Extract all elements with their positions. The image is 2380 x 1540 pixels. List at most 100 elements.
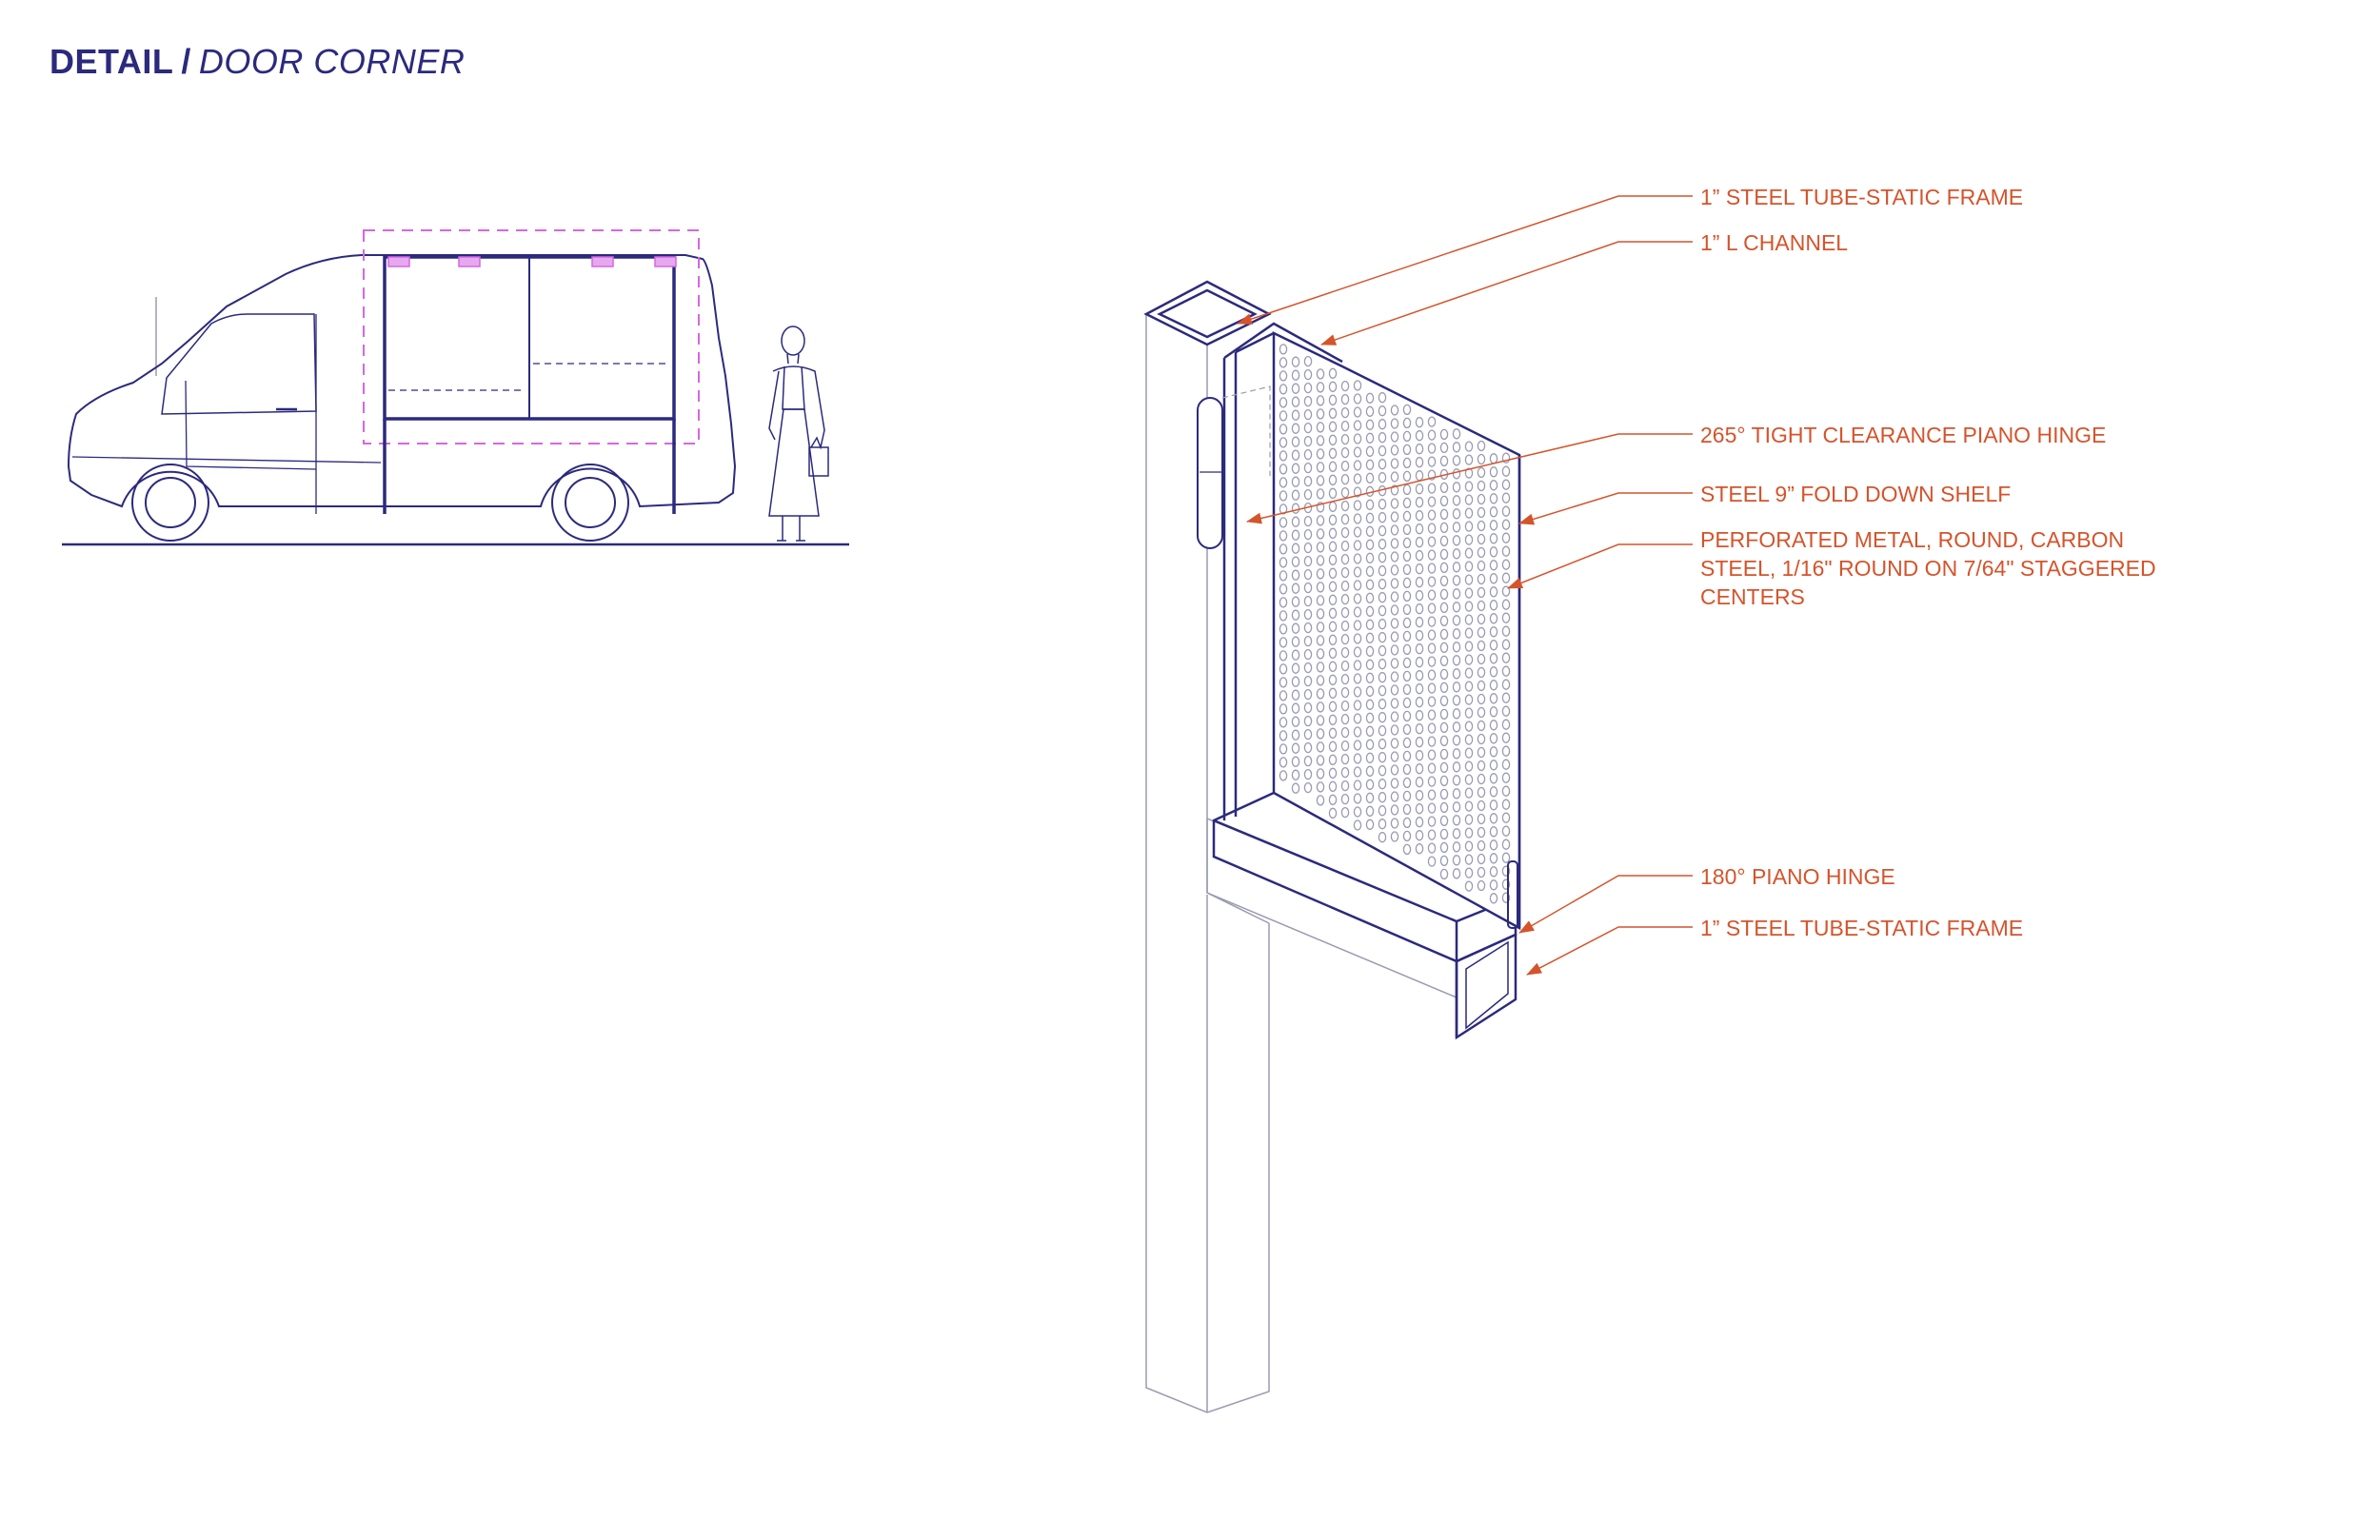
perforation-hole (1464, 481, 1474, 492)
side-window (161, 313, 317, 415)
perforation-hole (1427, 669, 1437, 681)
perforation-hole (1477, 506, 1486, 519)
perforation-hole (1427, 642, 1437, 654)
perforation-hole (1452, 668, 1461, 680)
perforation-hole (1415, 777, 1424, 788)
perforation-hole (1303, 408, 1313, 421)
perforation-hole (1427, 722, 1437, 734)
perforation-hole (1452, 562, 1461, 573)
perforation-hole (1415, 817, 1424, 828)
perforation-hole (1340, 620, 1350, 632)
perforation-hole (1415, 577, 1424, 588)
perforation-hole (1427, 629, 1437, 641)
perforation-hole (1365, 819, 1375, 830)
perforation-hole (1316, 622, 1325, 633)
perforation-hole (1415, 723, 1424, 735)
perforation-hole (1427, 483, 1437, 494)
perforation-hole (1477, 480, 1486, 492)
perforation-hole (1501, 599, 1511, 610)
perforation-hole (1415, 790, 1424, 801)
perforation-hole (1303, 741, 1313, 754)
perforation-hole (1378, 645, 1387, 657)
perforation-hole (1378, 659, 1387, 670)
perforation-hole (1328, 594, 1338, 605)
perforation-hole (1452, 548, 1461, 560)
perforation-holes (1279, 344, 1511, 904)
perforation-hole (1477, 453, 1486, 465)
perforation-hole (1464, 854, 1474, 865)
perforation-hole (1501, 679, 1511, 690)
perforation-hole (1279, 570, 1288, 582)
perforation-hole (1501, 545, 1511, 557)
perforation-hole (1464, 507, 1474, 519)
perforation-hole (1390, 498, 1399, 509)
perforation-hole (1353, 713, 1362, 724)
perforation-hole (1279, 477, 1288, 488)
perforation-hole (1439, 748, 1449, 760)
perforation-hole (1279, 730, 1288, 741)
perforation-hole (1464, 467, 1474, 479)
perforation-hole (1489, 800, 1498, 811)
perforation-hole (1402, 510, 1412, 523)
perforation-hole (1489, 640, 1498, 651)
perforation-hole (1452, 495, 1461, 506)
perforation-hole (1279, 583, 1288, 595)
perforation-hole (1353, 406, 1362, 418)
perforation-hole (1390, 484, 1399, 496)
perforation-hole (1501, 452, 1511, 464)
perforation-hole (1365, 499, 1375, 510)
perforation-hole (1328, 381, 1338, 392)
perforation-hole (1427, 709, 1437, 721)
perforation-hole (1415, 670, 1424, 681)
perforation-hole (1402, 590, 1412, 602)
perforation-hole (1291, 409, 1300, 421)
perforation-hole (1328, 461, 1338, 472)
perforation-hole (1365, 459, 1375, 470)
perforation-hole (1291, 543, 1300, 554)
perforation-hole (1415, 737, 1424, 748)
perforation-hole (1365, 512, 1375, 523)
perforation-hole (1439, 815, 1449, 827)
perforation-hole (1452, 815, 1461, 826)
perforation-hole (1402, 643, 1412, 656)
perforation-hole (1316, 435, 1325, 446)
perforation-hole (1464, 561, 1474, 572)
perforation-hole (1340, 420, 1350, 432)
perforation-hole (1477, 493, 1486, 505)
perforation-hole (1415, 803, 1424, 815)
perforation-hole (1291, 423, 1300, 434)
perforation-hole (1390, 631, 1399, 642)
perforation-hole (1452, 588, 1461, 600)
perforation-hole (1489, 853, 1498, 864)
perforation-hole (1316, 395, 1325, 406)
perforation-hole (1353, 806, 1362, 818)
perforation-hole (1501, 865, 1511, 877)
perforation-hole (1378, 779, 1387, 790)
perforation-hole (1415, 484, 1424, 495)
perforation-hole (1328, 527, 1338, 539)
perforation-hole (1427, 789, 1437, 800)
perforation-hole (1477, 546, 1486, 559)
perforation-hole (1501, 839, 1511, 850)
perforation-hole (1328, 607, 1338, 619)
perforation-hole (1427, 802, 1437, 814)
perforation-hole (1489, 466, 1498, 478)
perforation-hole (1291, 396, 1300, 407)
perforation-hole (1279, 610, 1288, 622)
perforation-hole (1439, 788, 1449, 800)
perforation-hole (1316, 741, 1325, 753)
perforation-hole (1303, 568, 1313, 581)
perforation-hole (1477, 613, 1486, 625)
perforation-hole (1489, 586, 1498, 598)
perforation-hole (1378, 459, 1387, 470)
perforation-hole (1452, 468, 1461, 480)
perforation-hole (1402, 404, 1412, 416)
perforation-hole (1464, 827, 1474, 839)
perforation-hole (1303, 688, 1313, 701)
perforation-hole (1279, 650, 1288, 661)
perforation-hole (1340, 380, 1350, 392)
perforation-hole (1303, 395, 1313, 407)
perforation-hole (1489, 706, 1498, 718)
perforation-hole (1365, 445, 1375, 457)
perforation-hole (1464, 694, 1474, 705)
